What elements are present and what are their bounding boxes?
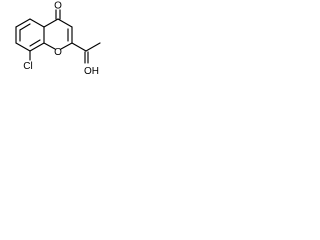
- bond-ring-a5: [15, 42, 31, 52]
- bond-c3-c4: [57, 18, 73, 28]
- chemical-structure-canvas: O O Cl OH: [0, 0, 112, 93]
- bond-o1-c8a: [43, 42, 56, 50]
- hydroxyl-label: OH: [84, 66, 99, 77]
- bond-ring-a4: [29, 42, 45, 52]
- bond-c2-carboxyl: [71, 42, 87, 52]
- chemical-structure: O O Cl OH: [15, 1, 101, 77]
- ring-oxygen-label: O: [54, 47, 62, 58]
- bond-carboxyl-o: [85, 42, 101, 52]
- bond-ring-double-2: [29, 39, 41, 47]
- bond-ring-a1: [15, 18, 31, 28]
- bond-ring-a2: [29, 18, 45, 28]
- bond-c4-c4a: [43, 18, 59, 28]
- chlorine-label: Cl: [23, 61, 32, 72]
- bond-ring-double-1: [19, 23, 31, 31]
- bond-c2-o1: [60, 42, 73, 50]
- carbonyl-oxygen-label: O: [54, 1, 62, 12]
